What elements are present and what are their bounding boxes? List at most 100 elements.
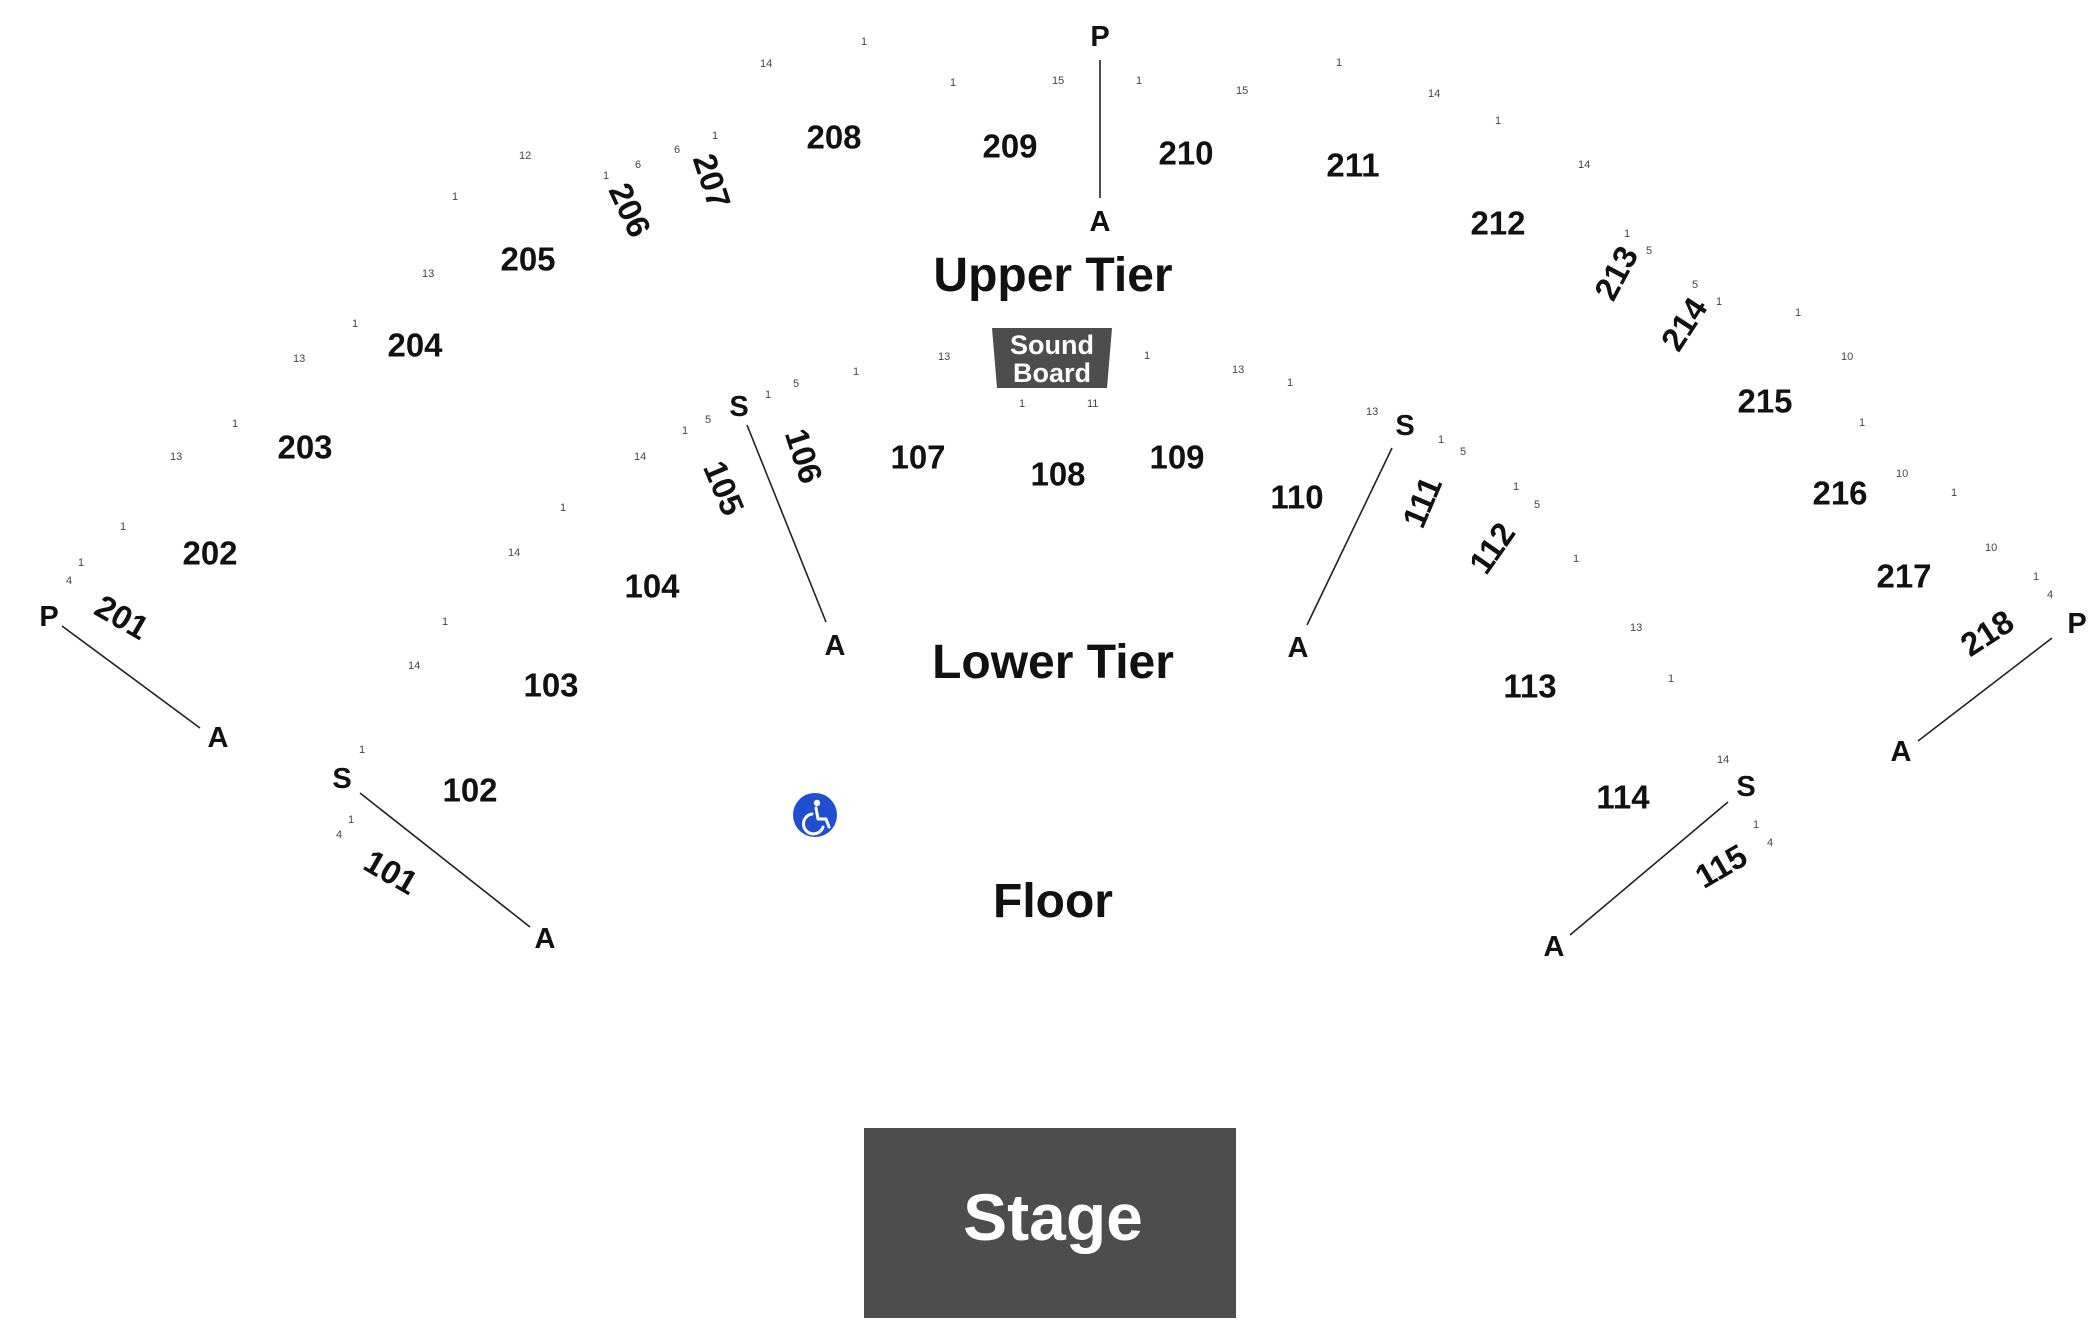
row-label: 10 [1841,351,1853,363]
section-101[interactable]: 101 [358,842,424,902]
section-109[interactable]: 109 [1149,439,1204,476]
section-204[interactable]: 204 [387,327,443,364]
aisle-marker-s-right-lower: S [1736,771,1755,803]
section-108[interactable]: 108 [1030,456,1085,493]
section-104[interactable]: 104 [624,568,680,605]
aisle-marker-p-top: P [1090,21,1109,53]
row-label: 4 [2047,589,2053,601]
row-label: 1 [765,389,771,401]
aisle-line-105 [746,424,827,623]
row-label: 1 [861,36,867,48]
section-202[interactable]: 202 [182,535,237,572]
zone-label-upper-tier: Upper Tier [933,249,1172,302]
section-205[interactable]: 205 [500,241,555,278]
section-106[interactable]: 106 [778,424,830,488]
row-label: 4 [1767,837,1773,849]
row-label: 1 [560,502,566,514]
section-215[interactable]: 215 [1737,383,1792,420]
section-207[interactable]: 207 [686,149,738,213]
row-label: 5 [793,378,799,390]
section-217[interactable]: 217 [1876,558,1931,595]
section-103[interactable]: 103 [523,667,578,704]
row-label: 1 [1573,553,1579,565]
row-label: 1 [1795,307,1801,319]
sound-board-shape [992,328,1112,388]
row-label: 14 [408,660,420,672]
row-label: 14 [760,58,772,70]
row-label: 1 [442,616,448,628]
row-label: 14 [1578,159,1590,171]
section-114[interactable]: 114 [1596,779,1650,816]
row-label: 5 [1646,245,1652,257]
zone-label-lower-tier: Lower Tier [932,636,1174,689]
section-201[interactable]: 201 [89,587,155,647]
section-216[interactable]: 216 [1812,475,1867,512]
stage-shape [864,1128,1236,1318]
section-213[interactable]: 213 [1587,240,1646,306]
section-112[interactable]: 112 [1462,516,1523,581]
row-label: 1 [359,744,365,756]
row-label: 11 [1087,398,1098,410]
section-206[interactable]: 206 [602,177,659,243]
row-label: 6 [635,159,641,171]
row-label: 14 [1428,88,1440,100]
row-label: 12 [519,150,531,162]
section-115[interactable]: 115 [1689,837,1754,896]
section-105[interactable]: 105 [696,455,752,520]
section-208[interactable]: 208 [806,119,861,156]
row-label: 1 [853,366,859,378]
row-label: 1 [1287,377,1293,389]
aisle-marker-a-right-lower: A [1544,931,1565,963]
row-label: 1 [348,814,354,826]
section-111[interactable]: 111 [1395,471,1449,533]
row-label: 1 [603,170,609,182]
row-label: 13 [1232,364,1244,376]
section-113[interactable]: 113 [1503,668,1556,705]
row-label: 13 [422,268,434,280]
sound-board[interactable]: Sound Board [992,328,1112,388]
aisle-line-left-upper [61,625,201,729]
aisle-marker-a-left-upper: A [208,722,229,754]
stage[interactable]: Stage [864,1128,1236,1318]
row-label: 1 [1716,296,1722,308]
row-label: 5 [1460,446,1466,458]
row-label: 1 [1859,417,1865,429]
section-214[interactable]: 214 [1653,290,1714,357]
row-label: 5 [1534,499,1540,511]
row-label: 1 [1019,398,1025,410]
section-211[interactable]: 211 [1326,147,1379,184]
row-label: 1 [78,557,84,569]
section-110[interactable]: 110 [1270,479,1323,516]
aisle-line-right-upper [1917,637,2053,742]
row-label: 13 [1630,622,1642,634]
row-label: 6 [674,144,680,156]
section-210[interactable]: 210 [1158,135,1213,172]
section-203[interactable]: 203 [277,429,332,466]
section-209[interactable]: 209 [982,128,1037,165]
aisle-line-right-lower [1569,801,1729,936]
row-label: 1 [120,521,126,533]
row-label: 1 [1144,350,1150,362]
row-label: 4 [66,575,72,587]
row-label: 1 [352,318,358,330]
row-label: 14 [1717,754,1729,766]
row-label: 13 [1366,406,1378,418]
row-label: 1 [950,77,956,89]
row-label: 1 [1753,819,1759,831]
wheelchair-icon[interactable] [793,793,837,837]
section-107[interactable]: 107 [890,439,945,476]
row-label: 10 [1896,468,1908,480]
row-label: 1 [712,130,718,142]
row-label: 14 [634,451,646,463]
row-label: 4 [336,829,342,841]
section-102[interactable]: 102 [442,772,497,809]
section-218[interactable]: 218 [1954,602,2020,663]
aisle-marker-p-right: P [2067,608,2086,640]
row-label: 1 [1951,487,1957,499]
row-label: 13 [293,353,305,365]
row-label: 1 [1495,115,1501,127]
row-label: 1 [1668,673,1674,685]
section-212[interactable]: 212 [1470,205,1525,242]
row-label: 1 [682,425,688,437]
